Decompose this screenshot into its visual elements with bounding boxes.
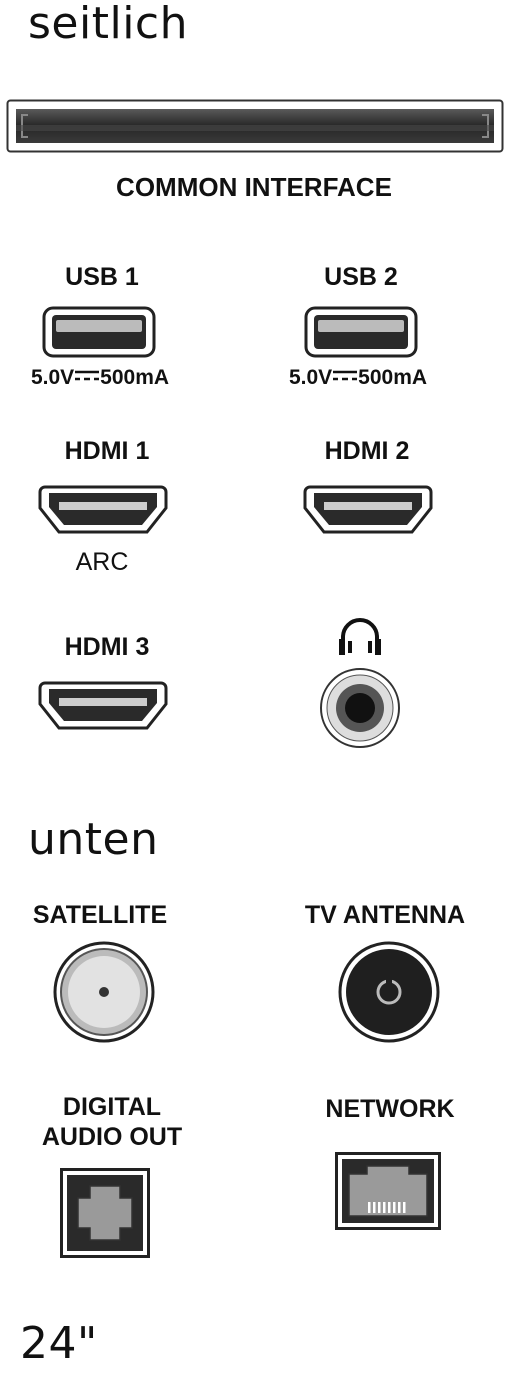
satellite-connector-icon xyxy=(52,940,156,1044)
digital-audio-label-line2: AUDIO OUT xyxy=(41,1123,183,1151)
hdmi2-label: HDMI 2 xyxy=(324,437,410,465)
dc-symbol-icon xyxy=(332,369,358,383)
usb2-port-icon xyxy=(304,306,418,358)
usb1-current: 500mA xyxy=(100,366,170,389)
headphones-icon xyxy=(337,617,383,657)
optical-port-icon xyxy=(60,1168,150,1258)
usb2-label: USB 2 xyxy=(324,263,398,291)
dc-symbol-icon xyxy=(74,369,100,383)
hdmi1-label: HDMI 1 xyxy=(64,437,150,465)
usb1-port-icon xyxy=(42,306,156,358)
usb1-label: USB 1 xyxy=(65,263,139,291)
hdmi1-port-icon xyxy=(37,484,169,536)
section-title-bottom: unten xyxy=(28,814,159,865)
digital-audio-label-line1: DIGITAL xyxy=(62,1093,162,1121)
hdmi1-arc-note: ARC xyxy=(75,548,129,576)
section-title-side: seitlich xyxy=(28,0,188,49)
ethernet-port-icon xyxy=(335,1152,441,1230)
hdmi3-label: HDMI 3 xyxy=(64,633,150,661)
satellite-label: SATELLITE xyxy=(32,901,168,929)
hdmi3-port-icon xyxy=(37,680,169,732)
tv-antenna-label: TV ANTENNA xyxy=(304,901,466,929)
usb1-rating: 5.0V 500mA xyxy=(0,366,200,390)
common-interface-label: COMMON INTERFACE xyxy=(116,172,392,202)
network-label: NETWORK xyxy=(325,1095,455,1123)
headphone-jack-icon xyxy=(318,666,402,750)
tv-antenna-connector-icon xyxy=(337,940,441,1044)
usb2-rating: 5.0V 500mA xyxy=(258,366,458,390)
usb2-voltage: 5.0V xyxy=(288,366,333,389)
usb2-current: 500mA xyxy=(358,366,428,389)
digital-audio-out-label: DIGITAL AUDIO OUT xyxy=(12,1092,212,1152)
hdmi2-port-icon xyxy=(302,484,434,536)
screen-size-label: 24" xyxy=(20,1318,98,1369)
common-interface-slot xyxy=(6,99,504,153)
usb1-voltage: 5.0V xyxy=(30,366,75,389)
